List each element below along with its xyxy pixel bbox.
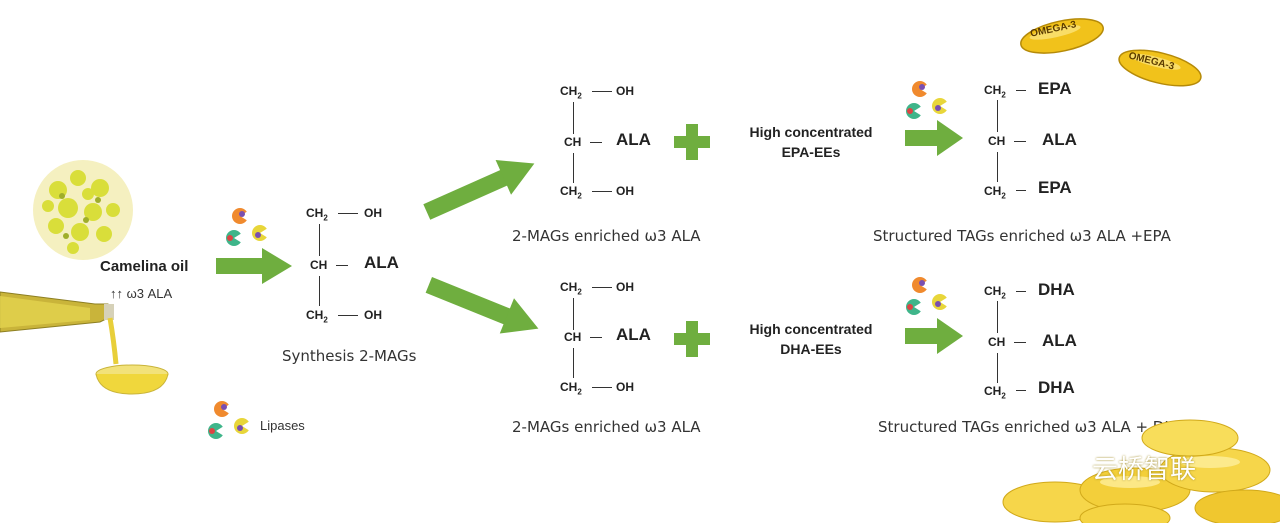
mag-synthesis-molecule: CH2 OH CH ALA CH2 OH xyxy=(306,200,436,330)
ch-label: CH xyxy=(564,330,582,344)
ala-label: ALA xyxy=(616,130,651,149)
ch2-label: CH xyxy=(560,84,578,98)
mag-bottom-caption: 2-MAGs enriched ω3 ALA xyxy=(512,418,701,436)
ch2-label: CH xyxy=(560,380,578,394)
omega3-capsules-image xyxy=(1020,18,1202,87)
watermark-text: 云桥智联 xyxy=(1092,455,1197,485)
ch-label: CH xyxy=(564,135,582,149)
legend-lipase-icon xyxy=(208,401,250,439)
ala-label: ALA xyxy=(364,253,399,272)
dha-bottom-label: DHA xyxy=(1038,378,1075,397)
arrow-to-tag-dha xyxy=(905,318,963,354)
ch-label: CH xyxy=(310,258,328,272)
subscript: 2 xyxy=(577,191,582,201)
ch-label: CH xyxy=(988,134,1006,148)
oh-label: OH xyxy=(616,84,634,98)
mag-bottom-molecule: CH2 OH CH ALA CH2 OH xyxy=(560,276,690,406)
oil-bottle-pour-image xyxy=(0,291,169,395)
ch2-label: CH xyxy=(560,184,578,198)
tag-epa-molecule: CH2 EPA CH ALA CH2 EPA xyxy=(984,76,1114,206)
oh-label: OH xyxy=(616,380,634,394)
dha-ee-line2: DHA-EEs xyxy=(780,341,842,357)
arrow-down-to-mag xyxy=(425,276,539,334)
epa-ee-line1: High concentrated xyxy=(749,124,873,140)
subscript: 2 xyxy=(577,387,582,397)
wechat-icon xyxy=(1047,450,1084,479)
dha-ee-source: High concentrated DHA-EEs xyxy=(736,321,886,357)
arrow-to-synthesis xyxy=(216,248,292,284)
ala-label: ALA xyxy=(1042,331,1077,350)
camelina-ala-subtitle: ↑↑ ω3 ALA xyxy=(110,286,173,301)
oh-label: OH xyxy=(364,206,382,220)
ch2-label: CH xyxy=(984,184,1002,198)
ch2-label: CH xyxy=(984,384,1002,398)
subscript: 2 xyxy=(1001,191,1006,201)
epa-top-label: EPA xyxy=(1038,79,1072,98)
ala-label: ALA xyxy=(1042,130,1077,149)
subscript: 2 xyxy=(1001,291,1006,301)
mag-top-caption: 2-MAGs enriched ω3 ALA xyxy=(512,227,701,245)
mag-top-molecule: CH2 OH CH ALA CH2 OH xyxy=(560,80,690,210)
subscript: 2 xyxy=(1001,90,1006,100)
oh-label: OH xyxy=(616,280,634,294)
epa-bottom-label: EPA xyxy=(1038,178,1072,197)
tag-epa-caption: Structured TAGs enriched ω3 ALA +EPA xyxy=(873,227,1171,245)
plus-top xyxy=(674,124,710,160)
oh-label: OH xyxy=(616,184,634,198)
ala-label: ALA xyxy=(616,325,651,344)
subscript: 2 xyxy=(323,213,328,223)
lipase-enzymes-icon xyxy=(226,208,268,246)
ch2-label: CH xyxy=(984,284,1002,298)
ch2-label: CH xyxy=(306,308,324,322)
oh-label: OH xyxy=(364,308,382,322)
plus-bottom xyxy=(674,321,710,357)
lipase-enzymes-icon xyxy=(906,81,948,119)
tag-dha-caption: Structured TAGs enriched ω3 ALA + DHA xyxy=(878,418,1186,436)
subscript: 2 xyxy=(323,315,328,325)
arrow-to-tag-epa xyxy=(905,120,963,156)
ch-label: CH xyxy=(988,335,1006,349)
epa-ee-source: High concentrated EPA-EEs xyxy=(736,124,886,160)
subscript: 2 xyxy=(577,91,582,101)
capsule-pile-image xyxy=(1002,419,1280,523)
camelina-flower-image xyxy=(33,160,133,260)
subscript: 2 xyxy=(1001,391,1006,401)
camelina-oil-title: Camelina oil xyxy=(100,258,189,275)
arrow-up-to-mag xyxy=(423,160,535,220)
ch2-label: CH xyxy=(306,206,324,220)
ch2-label: CH xyxy=(984,83,1002,97)
subscript: 2 xyxy=(577,287,582,297)
legend-lipases-label: Lipases xyxy=(260,418,305,433)
epa-ee-line2: EPA-EEs xyxy=(781,144,841,160)
ch2-label: CH xyxy=(560,280,578,294)
dha-ee-line1: High concentrated xyxy=(749,321,873,337)
tag-dha-molecule: CH2 DHA CH ALA CH2 DHA xyxy=(984,276,1114,406)
dha-top-label: DHA xyxy=(1038,280,1075,299)
synthesis-caption: Synthesis 2-MAGs xyxy=(282,347,417,365)
lipase-enzymes-icon xyxy=(906,277,948,315)
